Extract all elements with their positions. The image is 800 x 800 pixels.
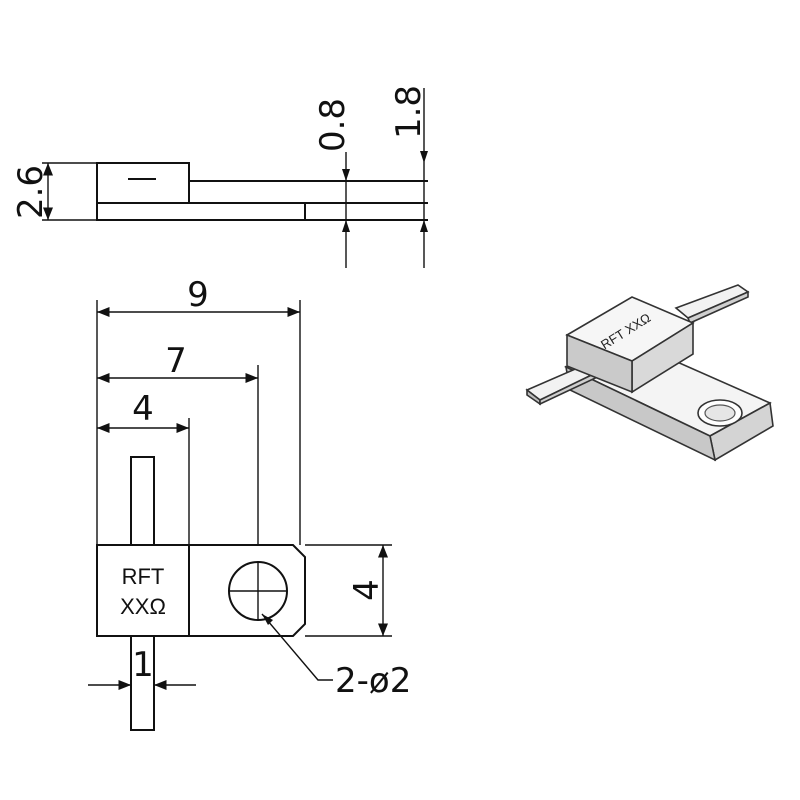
upper-lead	[130, 456, 155, 546]
side-view: 2.6 0.8 1.8	[11, 85, 429, 268]
dim-arrow	[342, 220, 350, 232]
dim-hole-position: 7	[165, 341, 187, 381]
resistor-block	[96, 544, 190, 637]
hole-callout: 2-ø2	[335, 661, 411, 701]
dim-body-height: 1.8	[389, 85, 429, 139]
flange	[189, 544, 306, 637]
dim-lead-width: 1	[132, 645, 154, 685]
dim-block-height: 4	[347, 579, 387, 601]
top-view: 9 7 4 RFT XXΩ 4 1 2-ø2	[88, 275, 411, 731]
dim-arrow	[420, 151, 428, 163]
isometric-view: RFT XXΩ	[525, 284, 774, 462]
side-base-plate	[96, 202, 306, 221]
iso-hole-inner	[704, 404, 736, 422]
dim-body-width: 4	[132, 389, 154, 429]
side-body	[96, 162, 190, 204]
marking-line1: RFT	[122, 564, 165, 589]
hole-leader-arrow	[262, 614, 273, 625]
dim-arrow	[342, 169, 350, 181]
dim-overall-height: 2.6	[11, 165, 51, 219]
hole-leader	[261, 613, 333, 681]
marking-line2: XXΩ	[120, 594, 166, 619]
dim-total-length: 9	[187, 275, 209, 315]
iso-body-front	[566, 333, 633, 394]
dim-arrow	[420, 220, 428, 232]
dim-tab-thickness: 0.8	[313, 98, 353, 152]
